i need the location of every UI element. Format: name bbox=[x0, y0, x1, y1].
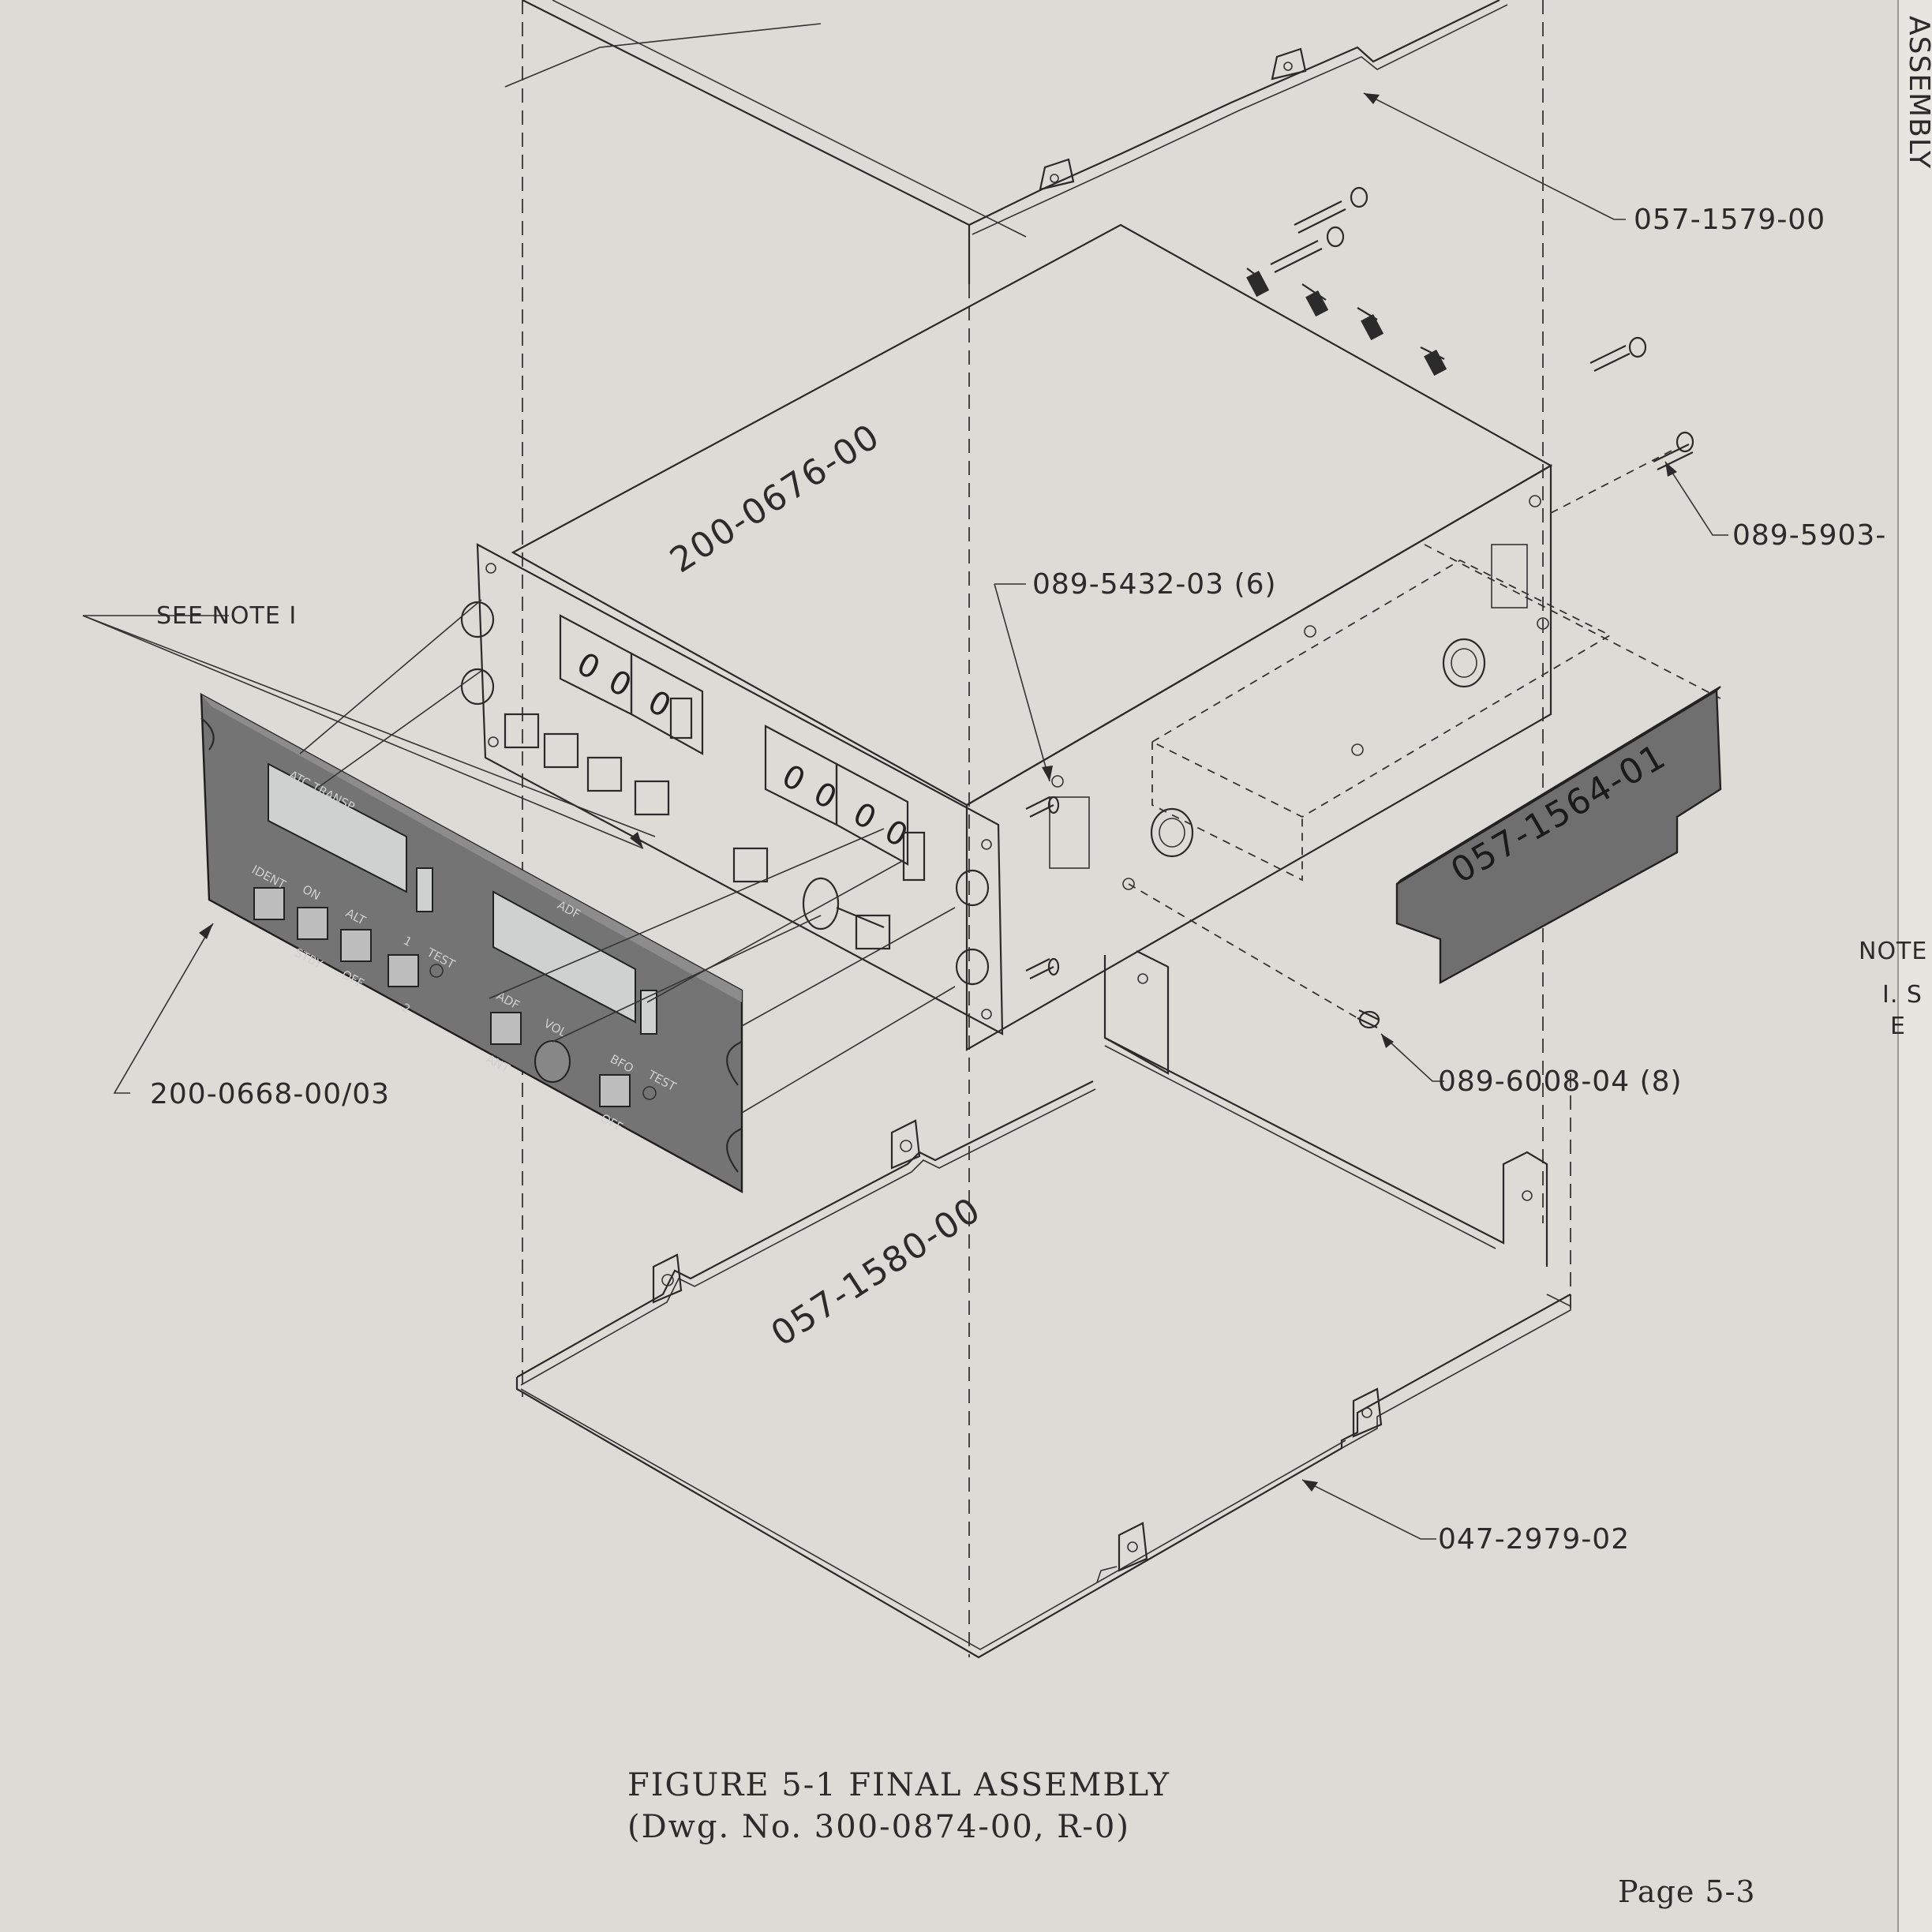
callout-bottom-base: 047-2979-02 bbox=[1438, 1523, 1630, 1556]
note-line-1: I. S bbox=[1882, 981, 1923, 1009]
side-screws bbox=[1128, 883, 1380, 1029]
tab bbox=[890, 1119, 921, 1170]
callout-top-cover: 057-1579-00 bbox=[1634, 204, 1825, 236]
callout-see-note: SEE NOTE I bbox=[156, 602, 297, 630]
figure-caption-line-2: (Dwg. No. 300-0874-00, R-0) bbox=[627, 1809, 1130, 1845]
tab bbox=[1271, 47, 1307, 80]
svg-text:0: 0 bbox=[847, 796, 882, 837]
bottom-cover bbox=[516, 950, 1571, 1386]
top-cover bbox=[504, 0, 1508, 284]
alignment-lines bbox=[522, 0, 1571, 1657]
chassis-body bbox=[511, 223, 1721, 1051]
rear-plate bbox=[1395, 686, 1722, 985]
rear-screws bbox=[1270, 186, 1694, 514]
svg-text:0: 0 bbox=[571, 646, 605, 687]
tab bbox=[1118, 1522, 1148, 1572]
projection-lines bbox=[299, 599, 956, 1114]
ident-button bbox=[253, 887, 285, 920]
note-header: NOTE bbox=[1859, 938, 1927, 965]
edge-vertical-text: ASSEMBLY bbox=[1903, 16, 1932, 169]
tab bbox=[1352, 1387, 1383, 1438]
base-plate bbox=[515, 1294, 1571, 1659]
callout-screw-right: 089-5903- bbox=[1732, 519, 1886, 552]
page-number: Page 5-3 bbox=[1618, 1874, 1756, 1909]
front-panel: ATC TRANSP ADF IDENT ON STBY ALT OFF 1 2… bbox=[200, 692, 743, 1194]
chassis-front-plate: 0 0 0 0 0 0 0 bbox=[460, 543, 1004, 1035]
tab bbox=[1039, 158, 1075, 191]
adjacent-page-edge bbox=[1898, 0, 1932, 1932]
callout-bottom-cover: 057-1580-00 bbox=[764, 1189, 988, 1354]
callout-front-panel: 200-0668-00/03 bbox=[150, 1078, 390, 1110]
note-line-2: E bbox=[1890, 1013, 1906, 1040]
svg-text:0: 0 bbox=[776, 758, 811, 799]
tab bbox=[652, 1253, 683, 1304]
callout-chassis: 200-0676-00 bbox=[663, 416, 887, 581]
leader-lines bbox=[82, 92, 1728, 1540]
callout-screws-front: 089-5432-03 (6) bbox=[1032, 568, 1277, 601]
callout-screws-side: 089-6008-04 (8) bbox=[1438, 1065, 1683, 1098]
front-plate-screws bbox=[1025, 796, 1060, 979]
figure-caption-line-1: FIGURE 5-1 FINAL ASSEMBLY bbox=[627, 1767, 1170, 1803]
